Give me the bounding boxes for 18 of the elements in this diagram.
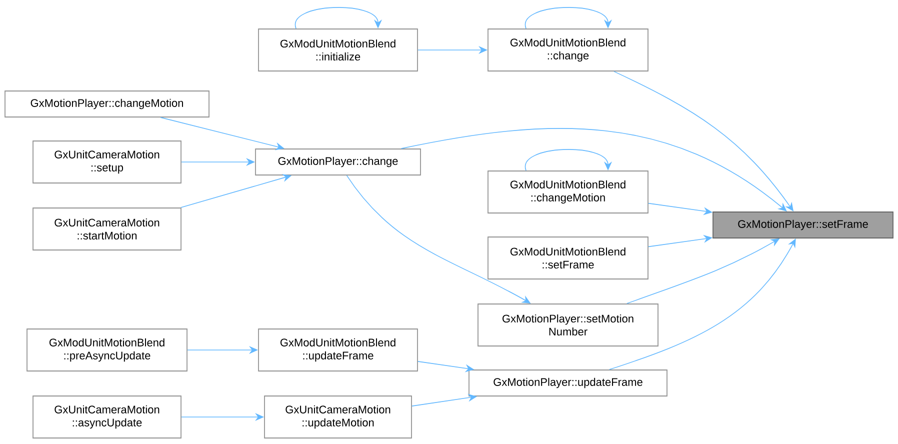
function-box: GxUnitCameraMotion ::setup [32,140,182,184]
function-box: GxModUnitMotionBlend ::changeMotion [488,170,648,214]
function-box: GxMotionPlayer::setMotion Number [478,304,658,346]
function-box: GxUnitCameraMotion ::startMotion [32,208,182,250]
function-box: GxMotionPlayer::updateFrame [468,370,668,396]
function-box: GxModUnitMotionBlend ::change [488,28,648,72]
function-box: GxModUnitMotionBlend ::setFrame [488,236,648,280]
arrow [525,7,612,29]
function-box: GxModUnitMotionBlend ::initialize [258,28,418,72]
function-box: GxModUnitMotionBlend ::updateFrame [258,328,418,372]
function-box: GxUnitCameraMotion ::updateMotion [264,396,412,438]
function-box: GxUnitCameraMotion ::asyncUpdate [32,396,182,438]
arrow [295,7,382,29]
function-box: GxMotionPlayer::change [255,148,421,176]
function-box: GxModUnitMotionBlend ::preAsyncUpdate [26,328,188,372]
function-box: GxMotionPlayer::changeMotion [4,90,210,118]
function-box: GxMotionPlayer::setFrame [712,212,894,238]
arrow [525,149,612,171]
